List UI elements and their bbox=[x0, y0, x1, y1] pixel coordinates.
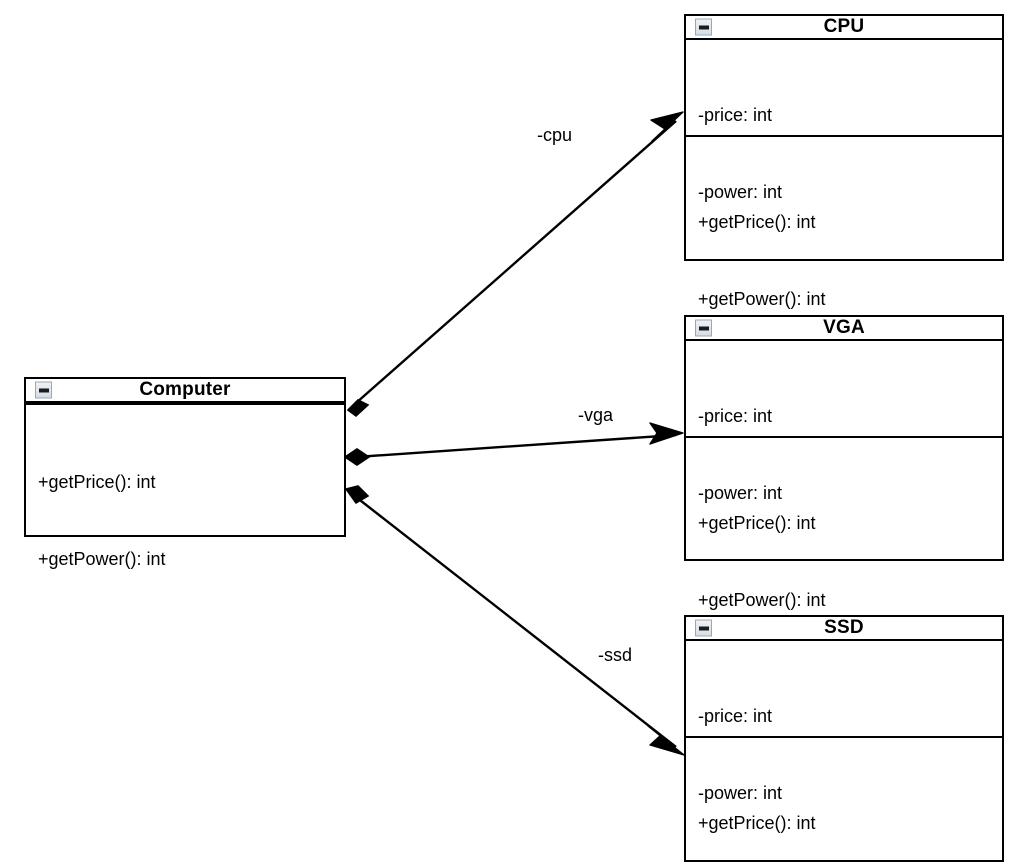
class-box-cpu[interactable]: CPU -price: int -power: int +getPrice():… bbox=[684, 14, 1004, 309]
relationship-cpu-line bbox=[355, 120, 677, 404]
relationship-cpu-source-diamond bbox=[346, 399, 370, 418]
attribute-item: -power: int bbox=[698, 181, 783, 202]
method-item: +getPrice(): int bbox=[698, 813, 816, 834]
relationship-cpu-label: -cpu bbox=[537, 125, 573, 145]
method-item: +getPrice(): int bbox=[698, 513, 816, 534]
minus-box-icon[interactable] bbox=[695, 319, 712, 337]
class-attributes-computer bbox=[26, 403, 344, 405]
method-item: +getPrice(): int bbox=[698, 212, 816, 233]
relationship-cpu-target-arrowhead bbox=[650, 111, 684, 142]
relationship-ssd-label: -ssd bbox=[598, 645, 633, 665]
class-box-computer[interactable]: Computer +getPrice(): int +getPower(): i… bbox=[24, 377, 346, 569]
class-header-computer: Computer bbox=[26, 379, 344, 403]
relationship-ssd-target-arrowhead bbox=[647, 725, 685, 756]
relationship-vga[interactable] bbox=[343, 422, 684, 466]
attribute-item: -price: int bbox=[698, 706, 773, 727]
attribute-item: -power: int bbox=[698, 782, 783, 803]
method-item: +getPower(): int bbox=[38, 548, 166, 569]
class-methods-computer: +getPrice(): int +getPower(): int bbox=[26, 405, 344, 629]
relationship-ssd-source-diamond bbox=[344, 485, 370, 505]
class-header-cpu: CPU bbox=[686, 16, 1002, 40]
relationship-ssd[interactable] bbox=[344, 485, 685, 756]
class-methods-cpu: +getPrice(): int +getPower(): int bbox=[686, 137, 1002, 369]
class-attributes-cpu: -price: int -power: int bbox=[686, 40, 1002, 202]
class-attributes-ssd: -price: int -power: int bbox=[686, 641, 1002, 803]
relationship-vga-line bbox=[355, 433, 677, 459]
relationship-ssd-line bbox=[355, 496, 677, 748]
attribute-item: -power: int bbox=[698, 482, 783, 503]
relationship-vga-label: -vga bbox=[578, 405, 614, 425]
method-item: +getPower(): int bbox=[698, 589, 826, 610]
class-methods-vga: +getPrice(): int +getPower(): int bbox=[686, 438, 1002, 670]
class-name-cpu: CPU bbox=[823, 16, 865, 37]
class-header-vga: VGA bbox=[686, 317, 1002, 341]
relationship-vga-target-arrowhead bbox=[649, 422, 684, 445]
attribute-item: -price: int bbox=[698, 105, 773, 126]
minus-glyph bbox=[38, 388, 49, 392]
minus-glyph bbox=[698, 326, 709, 330]
minus-glyph bbox=[698, 626, 709, 630]
class-name-computer: Computer bbox=[139, 379, 231, 400]
class-attributes-vga: -price: int -power: int bbox=[686, 341, 1002, 503]
minus-box-icon[interactable] bbox=[695, 619, 712, 637]
class-name-vga: VGA bbox=[823, 317, 865, 338]
attribute-item: -price: int bbox=[698, 406, 773, 427]
minus-glyph bbox=[698, 25, 709, 29]
class-name-ssd: SSD bbox=[824, 617, 864, 638]
class-box-vga[interactable]: VGA -price: int -power: int +getPrice():… bbox=[684, 315, 1004, 610]
minus-box-icon[interactable] bbox=[35, 381, 52, 399]
class-methods-ssd: +getPrice(): int +getPower(): int bbox=[686, 738, 1002, 864]
minus-box-icon[interactable] bbox=[695, 18, 712, 36]
class-box-ssd[interactable]: SSD -price: int -power: int +getPrice():… bbox=[684, 615, 1004, 862]
class-header-ssd: SSD bbox=[686, 617, 1002, 641]
relationship-vga-source-diamond bbox=[343, 448, 371, 466]
method-item: +getPower(): int bbox=[698, 288, 826, 309]
relationship-cpu[interactable] bbox=[346, 111, 684, 418]
method-item: +getPrice(): int bbox=[38, 472, 156, 493]
